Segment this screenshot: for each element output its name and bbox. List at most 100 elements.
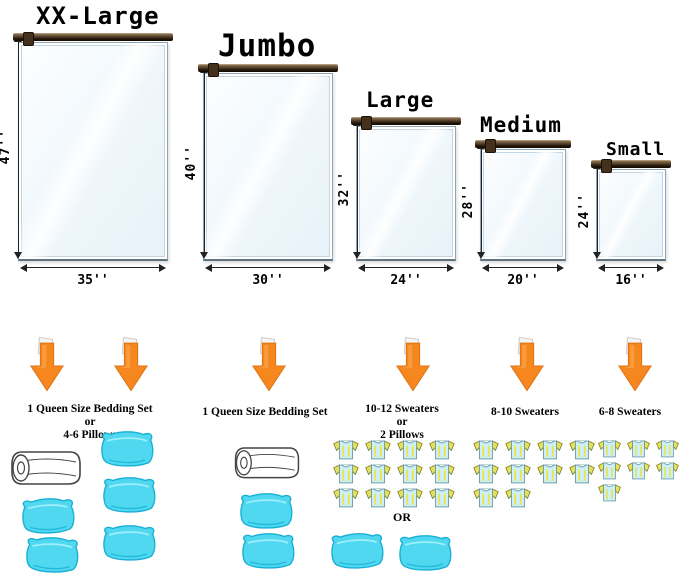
pillow-icon <box>97 430 157 468</box>
sweater-icon <box>596 482 623 503</box>
zipper-icon <box>351 116 461 130</box>
capacity-line: 8-10 Sweaters <box>490 406 560 418</box>
pillow-icon <box>326 531 387 571</box>
sweater-row <box>331 486 463 509</box>
sweater-row <box>471 486 603 509</box>
capacity-line: 6-8 Sweaters <box>598 406 662 418</box>
capacity-line: 10-12 Sweaters <box>365 403 439 415</box>
down-arrow-icon <box>28 336 66 394</box>
sweater-icon <box>363 438 393 461</box>
sweater-icon <box>654 460 679 481</box>
height-value: 47'' <box>0 129 13 165</box>
horizontal-double-arrow-icon <box>20 263 166 272</box>
capacity-line: or <box>396 416 408 428</box>
horizontal-double-arrow-icon <box>358 263 454 272</box>
width-dimension-jumbo: 30'' <box>205 263 331 288</box>
capacity-jumbo: 1 Queen Size Bedding Set <box>190 406 340 419</box>
sweater-icon <box>331 462 361 485</box>
vertical-double-arrow-icon <box>592 162 602 259</box>
pillow-icon <box>21 535 82 575</box>
sweater-icon <box>471 486 501 509</box>
sweater-icon <box>331 438 361 461</box>
sweater-row <box>596 460 679 481</box>
sweater-row <box>331 438 463 461</box>
sweater-row <box>471 438 603 461</box>
vertical-double-arrow-icon <box>199 66 209 259</box>
sweater-icon <box>596 460 623 481</box>
vacuum-bag-medium <box>475 139 571 261</box>
bag-surface <box>356 126 456 261</box>
capacity-medium: 8-10 Sweaters <box>470 406 580 419</box>
capacity-line: 1 Queen Size Bedding Set <box>202 406 328 418</box>
sweater-grid-medium <box>471 438 603 510</box>
sweater-icon <box>567 438 597 461</box>
vertical-double-arrow-icon <box>13 35 23 259</box>
down-arrow-icon <box>508 336 546 394</box>
vacuum-bag-small <box>591 159 671 261</box>
down-arrow-icon <box>112 336 150 394</box>
bag-surface <box>203 73 333 261</box>
down-arrow-icon <box>394 336 432 394</box>
sweater-icon <box>503 486 533 509</box>
height-dimension-medium: 28'' <box>461 142 486 259</box>
sweater-icon <box>654 438 679 459</box>
zipper-icon <box>198 63 338 77</box>
sweater-icon <box>535 438 565 461</box>
sweater-icon <box>471 462 501 485</box>
width-value: 35'' <box>77 273 109 288</box>
capacity-large: 10-12 Sweaters or 2 Pillows <box>343 403 461 442</box>
sweater-icon <box>331 486 361 509</box>
bag-surface <box>18 42 168 261</box>
down-arrow-icon <box>616 336 654 394</box>
sweater-icon <box>395 462 425 485</box>
capacity-line: 2 Pillows <box>380 429 424 441</box>
pillow-icon <box>17 496 78 536</box>
height-dimension-jumbo: 40'' <box>184 66 209 259</box>
size-label-xx-large: XX-Large <box>36 2 160 30</box>
horizontal-double-arrow-icon <box>598 263 664 272</box>
height-value: 40'' <box>184 144 199 181</box>
sweater-row <box>596 438 679 459</box>
height-dimension-small: 24'' <box>577 162 602 259</box>
pillow-icon <box>238 532 298 570</box>
width-dimension-xx-large: 35'' <box>20 263 166 288</box>
width-value: 30'' <box>252 273 284 288</box>
sweater-grid-small <box>596 438 679 504</box>
sweater-row <box>331 462 463 485</box>
pillow-icon <box>99 524 159 562</box>
size-label-medium: Medium <box>480 113 562 137</box>
horizontal-double-arrow-icon <box>205 263 331 272</box>
zipper-icon <box>13 32 173 46</box>
comforter-icon <box>6 436 86 494</box>
width-dimension-medium: 20'' <box>482 263 564 288</box>
size-label-jumbo: Jumbo <box>218 28 317 64</box>
height-value: 28'' <box>461 182 476 219</box>
pillow-icon <box>395 534 455 572</box>
width-dimension-small: 16'' <box>598 263 664 288</box>
height-value: 24'' <box>577 192 592 229</box>
sweater-row <box>596 482 679 503</box>
sweater-icon <box>427 486 457 509</box>
zipper-icon <box>475 139 571 153</box>
sweater-icon <box>471 438 501 461</box>
capacity-line: 1 Queen Size Bedding Set <box>27 403 153 415</box>
sweater-icon <box>363 462 393 485</box>
comforter-icon <box>230 433 304 487</box>
vacuum-bag-xx-large <box>13 32 173 261</box>
or-divider: OR <box>393 510 411 524</box>
sweater-icon <box>503 462 533 485</box>
sweater-icon <box>596 438 623 459</box>
width-value: 16'' <box>615 273 647 288</box>
capacity-line: or <box>84 416 96 428</box>
sweater-icon <box>395 486 425 509</box>
down-arrow-icon <box>250 336 288 394</box>
width-dimension-large: 24'' <box>358 263 454 288</box>
height-dimension-large: 32'' <box>337 119 362 259</box>
vertical-double-arrow-icon <box>476 142 486 259</box>
sweater-icon <box>625 438 652 459</box>
size-label-large: Large <box>366 88 435 112</box>
vacuum-bag-large <box>351 116 461 261</box>
height-value: 32'' <box>337 171 352 207</box>
vertical-double-arrow-icon <box>352 119 362 259</box>
